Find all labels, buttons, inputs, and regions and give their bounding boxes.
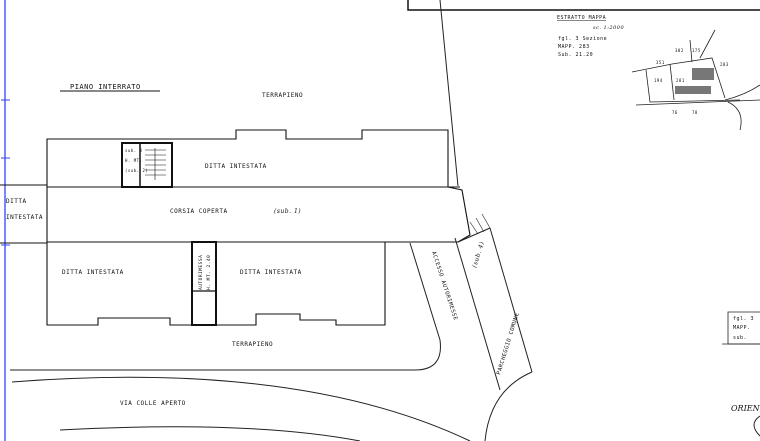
compass-icon: [753, 415, 760, 437]
stair-label-3: (sub. 2): [125, 168, 148, 173]
parcel-label: 351: [656, 60, 665, 65]
parcel-label: 302: [675, 48, 684, 53]
terrapieno-top-label: TERRAPIENO: [262, 92, 303, 99]
inset-foglio: fgl. 3 Sezione: [558, 36, 607, 42]
property-boundary: [439, 0, 459, 187]
ditta-lower-left-label: DITTA INTESTATA: [62, 269, 124, 276]
box-line-3: sub.: [733, 335, 747, 341]
plan-title: PIANO INTERRATO: [70, 83, 141, 91]
garage-block: [191, 241, 217, 326]
stair-label-2: H. MT.: [125, 158, 142, 163]
box-line-2: MAPP.: [733, 325, 751, 331]
inset-sub: Sub. 21.20: [558, 52, 593, 58]
corsia-sub-label: (sub. 1): [274, 208, 301, 215]
inset-mappale: MAPP. 283: [558, 44, 590, 50]
ditta-left-label-1: DITTA: [6, 198, 27, 205]
parcel-label: 194: [654, 78, 663, 83]
parcheggio-label: PARCHEGGIO COMUNE: [496, 312, 521, 376]
parcel-label: 175: [692, 48, 701, 53]
parcel-label: 283: [720, 62, 729, 67]
inset-title: ESTRATTO MAPPA: [557, 15, 606, 21]
box-line-1: fgl. 3: [733, 316, 754, 322]
ditta-upper-label: DITTA INTESTATA: [205, 163, 267, 170]
inset-map: ESTRATTO MAPPA sc. 1:2000 fgl. 3 Sezione…: [557, 15, 760, 131]
title-block-border: [407, 0, 760, 11]
corridor-outline: [0, 184, 471, 244]
building-hatch: [692, 68, 714, 80]
terrapieno-bottom-label: TERRAPIENO: [232, 341, 273, 348]
parcel-label: 78: [692, 110, 698, 115]
parcel-label: 76: [672, 110, 678, 115]
parcel-label: 281: [676, 78, 685, 83]
ditta-left-label-2: INTESTATA: [6, 214, 43, 221]
lower-unit-outline: [46, 242, 386, 326]
stair-label-1: sub. 3: [125, 148, 143, 153]
street-label: VIA COLLE APERTO: [120, 400, 186, 407]
ditta-lower-right-label: DITTA INTESTATA: [240, 269, 302, 276]
cadastral-box: fgl. 3 MAPP. sub.: [722, 311, 760, 345]
corsia-label: CORSIA COPERTA: [170, 208, 228, 215]
stair-block: [121, 142, 173, 188]
accesso-label: ACCESSO AUTORIMESSE: [430, 251, 458, 322]
autorimessa-height-label: H. MT. 2.40: [206, 255, 212, 290]
ramp-outline: [10, 213, 533, 441]
inset-scale: sc. 1:2000: [593, 25, 624, 31]
building-hatch: [675, 86, 711, 94]
orientation-label: ORIEN: [731, 404, 760, 413]
parcheggio-sub-label: (sub. 4): [471, 240, 486, 268]
upper-unit-outline: [46, 129, 460, 188]
autorimessa-label: AUTORIMESSA: [198, 255, 204, 290]
